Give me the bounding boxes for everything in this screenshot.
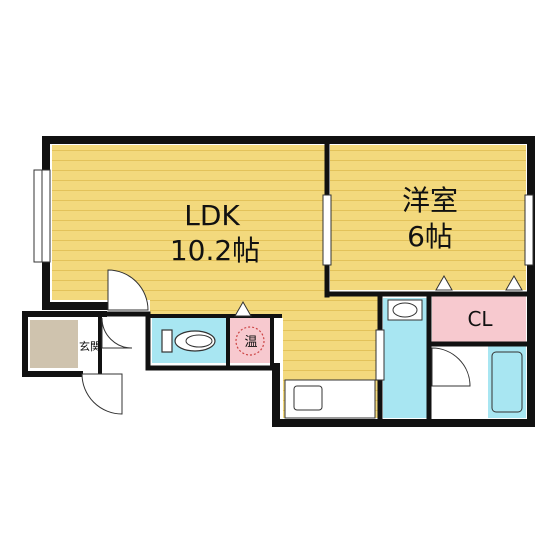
genkan-label: 玄関 bbox=[79, 339, 101, 353]
window-left bbox=[33, 169, 51, 263]
western-room bbox=[330, 145, 526, 290]
western-label: 洋室 bbox=[402, 184, 458, 217]
water-heater-icon bbox=[235, 326, 265, 356]
sliding-door-western-east bbox=[524, 194, 534, 266]
entrance-floor bbox=[30, 320, 78, 368]
washbasin-icon bbox=[387, 299, 423, 321]
ldk-size-label: 10.2帖 bbox=[170, 234, 260, 267]
toilet-icon bbox=[161, 329, 216, 353]
door-bath bbox=[431, 347, 471, 387]
closet-label: CL bbox=[467, 307, 493, 331]
bathtub-inner bbox=[491, 351, 523, 413]
sliding-door-washroom bbox=[375, 329, 385, 381]
heater-label: 温 bbox=[244, 335, 257, 350]
ldk-label: LDK bbox=[184, 199, 240, 232]
ceiling-markers bbox=[234, 274, 523, 317]
closet bbox=[432, 292, 526, 342]
sink-icon bbox=[293, 385, 323, 411]
western-size-label: 6帖 bbox=[407, 220, 453, 253]
sliding-door-western bbox=[322, 194, 332, 266]
ldk-room bbox=[52, 145, 378, 418]
door-entry bbox=[81, 269, 149, 415]
